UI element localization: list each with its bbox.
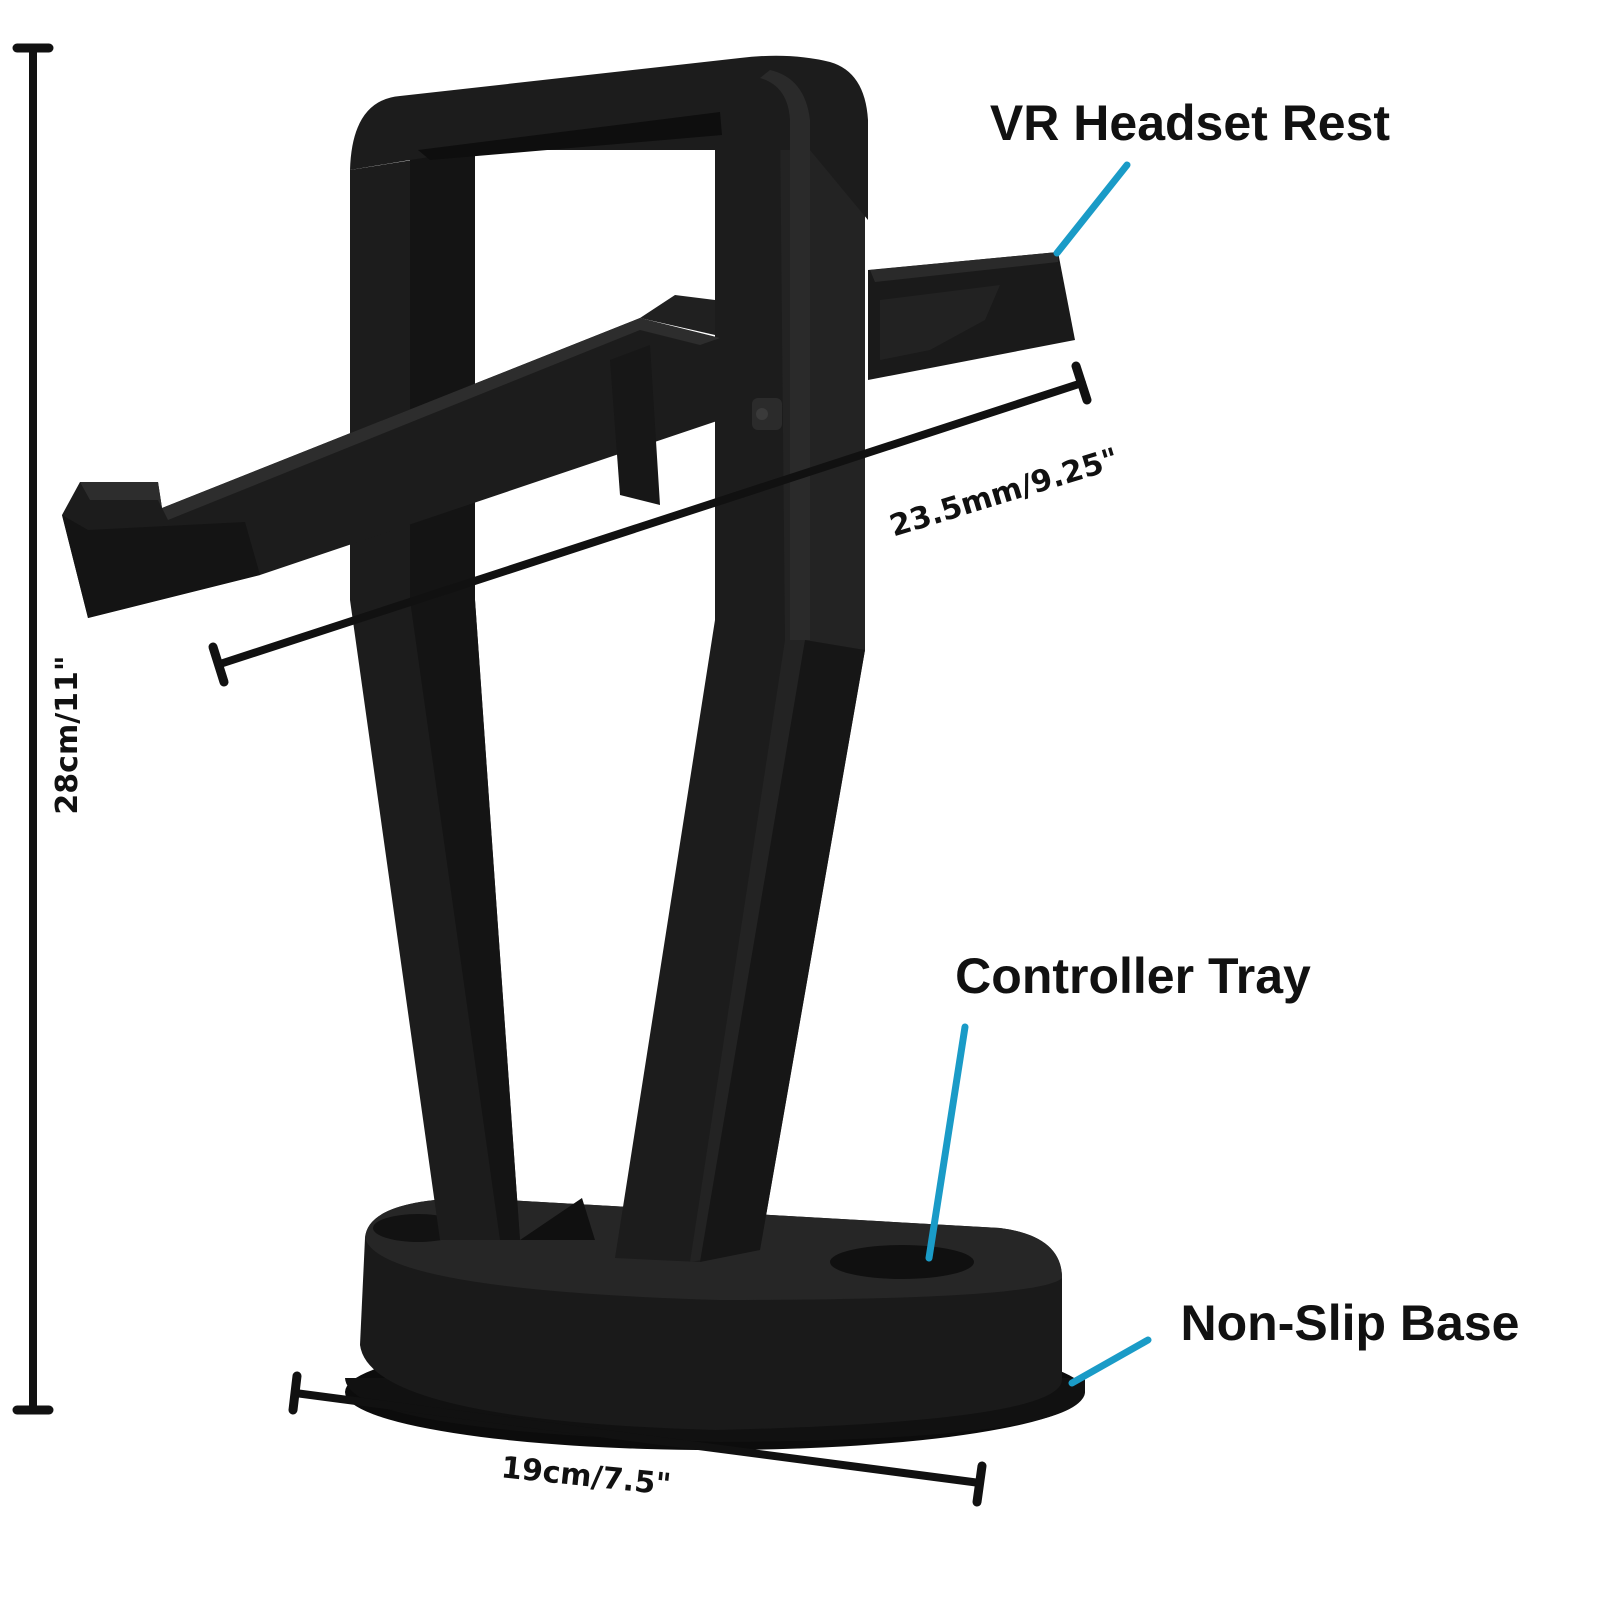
- dimension-lines: [12, 43, 1092, 1507]
- headset-rest-leader: [1053, 161, 1131, 257]
- stand-frame: [350, 55, 868, 1262]
- height-dimension-label: 28cm/11": [50, 655, 85, 814]
- arm-width-dimension-line: [216, 379, 1086, 668]
- arm-width-dimension-cap-left: [208, 642, 229, 687]
- base-width-dimension-cap-right: [972, 1461, 987, 1507]
- non-slip-base-label: Non-Slip Base: [1181, 1295, 1520, 1351]
- controller-tray-leader: [925, 1023, 969, 1262]
- callout-lines: [925, 161, 1152, 1387]
- base-width-dimension-line: [291, 1389, 984, 1487]
- controller-tray-label: Controller Tray: [955, 948, 1311, 1004]
- non-slip-base-leader: [1068, 1336, 1152, 1387]
- arm-width-dimension-label: 23.5mm/9.25": [886, 442, 1123, 545]
- base-width-dimension-cap-left: [288, 1371, 302, 1415]
- arm-width-dimension-cap-right: [1071, 361, 1092, 405]
- headset-rest-arm: [62, 252, 1075, 618]
- base-width-dimension-label: 19cm/7.5": [499, 1450, 672, 1503]
- headset-rest-label: VR Headset Rest: [990, 95, 1390, 151]
